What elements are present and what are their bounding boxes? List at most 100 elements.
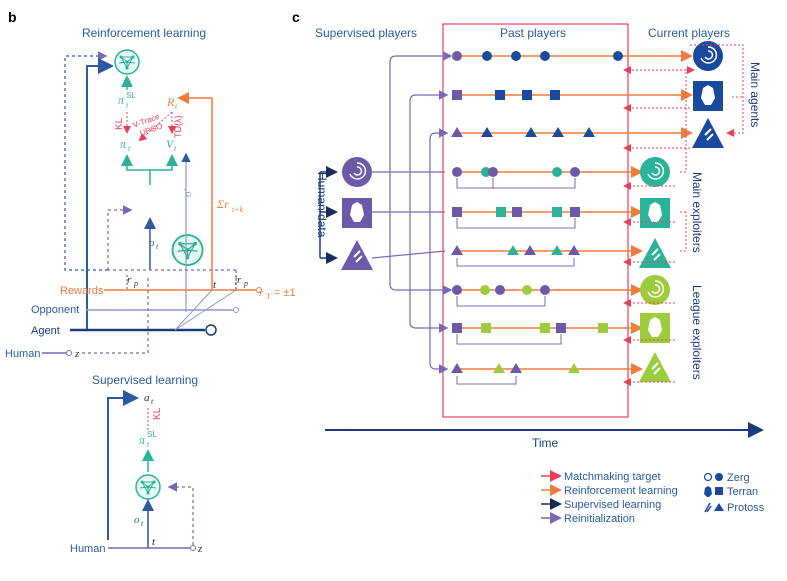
opponent-label: Opponent — [31, 304, 79, 316]
past-players-header: Past players — [500, 26, 566, 40]
svg-text:t: t — [126, 101, 129, 110]
main-exploiter-terran-icon — [640, 198, 670, 228]
agent-label: Agent — [31, 325, 60, 337]
league-exploiter-zerg-icon — [640, 275, 670, 305]
r-p-right-label: r p — [237, 274, 248, 288]
svg-text:r: r — [259, 287, 264, 299]
legend-zerg: Zerg — [727, 472, 750, 484]
pi-sl-label: π t SL — [118, 91, 136, 110]
current-players-header: Current players — [648, 26, 730, 40]
human-label-sl: Human — [70, 543, 105, 555]
svg-text:r: r — [237, 274, 242, 286]
svg-text:T: T — [266, 292, 271, 301]
legend-rl: Reinforcement learning — [564, 485, 678, 497]
svg-text:t: t — [174, 144, 177, 153]
r-p-left-label: r p — [127, 274, 138, 288]
t-label: t — [213, 279, 217, 291]
league-exploiter-terran-row — [452, 322, 643, 345]
league-exploiter-protoss-row — [451, 363, 643, 385]
policy-sl-network-icon — [114, 49, 140, 75]
svg-text:SL: SL — [147, 430, 157, 439]
main-exploiter-protoss-row — [451, 245, 643, 267]
svg-text:t: t — [147, 440, 150, 449]
panel-c-label: c — [292, 9, 300, 25]
sl-title: Supervised learning — [92, 373, 198, 387]
human-data-label: Human data — [315, 172, 329, 238]
main-exploiter-protoss-icon — [639, 238, 671, 268]
svg-text:t: t — [141, 519, 144, 528]
svg-text:π: π — [139, 433, 146, 447]
main-exploiter-zerg-icon — [640, 157, 670, 187]
matchmaking-arrows — [623, 44, 744, 386]
legend-protoss: Protoss — [727, 502, 765, 514]
kl-loss-label-sl: KL — [152, 407, 163, 420]
svg-text:π: π — [120, 137, 127, 151]
time-label: Time — [532, 436, 559, 450]
league-exploiters-label: League exploiters — [690, 285, 704, 380]
svg-text:o: o — [149, 237, 155, 249]
svg-text:= ±1: = ±1 — [274, 287, 296, 299]
main-agents-label: Main agents — [748, 62, 762, 127]
svg-text:t: t — [175, 102, 178, 111]
protoss-triangle-icon — [714, 503, 724, 511]
r-t-label: R t — [166, 95, 178, 111]
main-exploiter-zerg-row — [452, 166, 643, 189]
league-exploiter-protoss-icon — [639, 352, 671, 382]
v-t-label: V t — [166, 137, 177, 153]
protoss-emblem-icon — [704, 502, 712, 513]
a-t-label: a t — [144, 392, 154, 406]
legend-sl: Supervised learning — [564, 499, 661, 511]
legend-reinit: Reinitialization — [564, 513, 635, 525]
rl-title: Reinforcement learning — [82, 26, 206, 40]
zerg-emblem-icon — [703, 472, 713, 482]
reinitialization-lines — [371, 51, 453, 374]
agent-network-icon — [171, 234, 204, 266]
zerg-supervised-icon — [342, 157, 372, 187]
main-agent-zerg-row — [452, 50, 693, 62]
past-players-box — [442, 23, 629, 418]
legend-matchmaking: Matchmaking target — [564, 471, 661, 483]
terran-emblem-icon — [704, 486, 712, 497]
legend: Matchmaking target Reinforcement learnin… — [541, 470, 765, 525]
svg-text:SL: SL — [126, 91, 136, 100]
o-t-label: o t — [149, 237, 159, 251]
svg-text:t: t — [128, 144, 131, 153]
svg-text:π: π — [118, 93, 125, 107]
league-exploiter-zerg-row — [452, 284, 643, 307]
svg-text:a: a — [144, 392, 150, 404]
o-prime-label: o′ — [182, 189, 194, 198]
main-exploiters-label: Main exploiters — [690, 172, 704, 253]
league-exploiter-terran-icon — [640, 313, 670, 343]
svg-text:t+k: t+k — [232, 205, 244, 214]
main-agent-terran-icon — [693, 81, 723, 111]
svg-text:p: p — [133, 279, 138, 288]
svg-text:V: V — [166, 137, 175, 151]
terran-supervised-icon — [342, 198, 372, 228]
t-label-sl: t — [152, 536, 156, 548]
z-label-sl: z — [197, 543, 203, 555]
human-label: Human — [5, 348, 40, 360]
svg-text:o′: o′ — [182, 189, 194, 198]
o-t-label-sl: o t — [134, 514, 144, 528]
protoss-supervised-icon — [341, 240, 373, 270]
main-agent-zerg-icon — [693, 41, 723, 71]
svg-text:p: p — [243, 279, 248, 288]
sum-r-label: Σr t+k — [216, 197, 244, 214]
terran-square-icon — [715, 487, 723, 495]
panel-b-label: b — [8, 9, 17, 25]
pi-sl-label-sl: π t SL — [139, 430, 157, 449]
svg-text:t: t — [151, 397, 154, 406]
svg-text:R: R — [166, 95, 175, 109]
main-exploiter-terran-row — [452, 206, 643, 229]
main-agent-terran-row — [452, 89, 693, 101]
supervised-players-header: Supervised players — [315, 26, 417, 40]
svg-text:t: t — [156, 242, 159, 251]
main-agent-protoss-icon — [692, 118, 724, 148]
main-agent-protoss-row — [451, 127, 693, 139]
svg-text:o: o — [134, 514, 140, 526]
sl-network-icon — [135, 474, 161, 500]
z-label: z — [74, 348, 80, 360]
zerg-circle-icon — [715, 473, 723, 481]
svg-text:r: r — [127, 274, 132, 286]
